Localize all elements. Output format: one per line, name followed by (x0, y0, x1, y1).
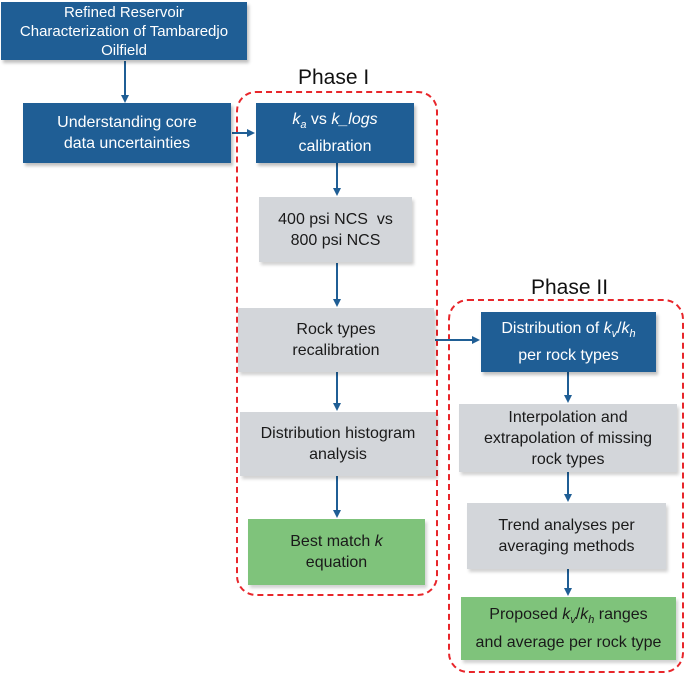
kv-subscript: v (570, 614, 576, 627)
ratio-slash: / (617, 319, 622, 337)
ka-variable: k (292, 110, 301, 128)
best-match-prefix: Best match (290, 533, 375, 550)
title-line-2: Characterization of Tambaredjo (19, 22, 229, 40)
interpolation-line-3: rock types (531, 450, 605, 468)
core-uncertainties-line-2: data uncertainties (63, 135, 191, 152)
vs-text: vs (306, 110, 332, 128)
title-box: Refined Reservoir Characterization of Ta… (1, 2, 247, 60)
kh-subscript: h (629, 328, 636, 341)
phase-2-frame (448, 299, 684, 673)
kh-variable: k (580, 606, 589, 624)
ncs-line-2: 800 psi NCS (290, 231, 381, 249)
core-uncertainties-box: Understanding core data uncertainties (23, 103, 231, 163)
trend-line-2: averaging methods (498, 538, 635, 555)
kh-variable: k (621, 319, 630, 337)
kvkh-dist-line-1: Distribution of kv/kh (501, 318, 635, 345)
proposed-prefix: Proposed (489, 606, 563, 624)
phase-1-label: Phase I (298, 66, 370, 89)
phase-1-frame (236, 91, 438, 596)
trend-line-1: Trend analyses per (498, 517, 635, 534)
kv-subscript: v (611, 328, 618, 341)
best-match-box: Best match k equation (248, 519, 425, 585)
title-line-3: Oilfield (101, 41, 147, 59)
klogs-variable: k_logs (331, 110, 378, 128)
ncs-line-1: 400 psi NCS vs (278, 210, 393, 228)
kvkh-distribution-box: Distribution of kv/kh per rock types (481, 312, 656, 372)
proposed-ranges-box: Proposed kv/kh ranges and average per ro… (461, 597, 676, 660)
phase-2-label: Phase II (531, 276, 609, 299)
interpolation-line-1: Interpolation and (508, 408, 628, 426)
interpolation-line-2: extrapolation of missing (483, 429, 653, 447)
ncs-comparison-box: 400 psi NCS vs 800 psi NCS (259, 197, 412, 262)
k-variable: k (374, 533, 383, 550)
rock-recal-line-2: recalibration (292, 342, 380, 359)
proposed-suffix: ranges (594, 606, 648, 624)
interpolation-box: Interpolation and extrapolation of missi… (459, 404, 677, 472)
histogram-analysis-box: Distribution histogram analysis (240, 412, 436, 476)
kvkh-dist-line-2: per rock types (518, 347, 619, 365)
ka-subscript: a (300, 119, 307, 132)
rock-types-recalibration-box: Rock types recalibration (238, 308, 434, 372)
kv-variable: k (603, 319, 612, 337)
calibration-line-1: ka vs k_logs (292, 109, 377, 136)
histogram-line-1: Distribution histogram (260, 425, 416, 442)
rock-recal-line-1: Rock types (296, 321, 376, 338)
kh-subscript: h (588, 614, 595, 627)
histogram-line-2: analysis (309, 446, 367, 463)
proposed-line-1: Proposed kv/kh ranges (489, 604, 647, 631)
best-match-line-2: equation (305, 554, 368, 571)
calibration-line-2: calibration (298, 138, 372, 156)
calibration-box: ka vs k_logs calibration (256, 103, 414, 163)
proposed-line-2: and average per rock type (475, 633, 662, 651)
best-match-line-1: Best match k (290, 531, 382, 552)
kv-variable: k (562, 606, 571, 624)
ratio-slash: / (575, 606, 581, 624)
trend-analyses-box: Trend analyses per averaging methods (467, 503, 666, 569)
core-uncertainties-line-1: Understanding core (57, 114, 197, 131)
kvkh-dist-prefix: Distribution of (501, 319, 604, 337)
title-line-1: Refined Reservoir (63, 3, 185, 21)
